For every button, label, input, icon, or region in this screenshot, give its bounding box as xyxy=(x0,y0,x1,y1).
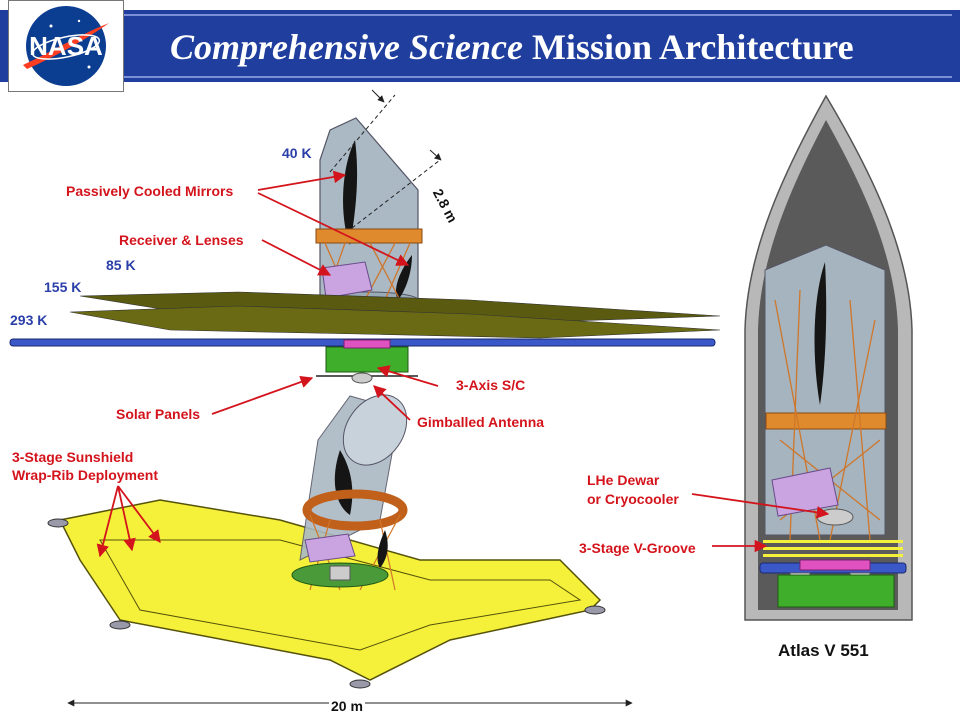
label-3-stage-v-groove: 3-Stage V-Groove xyxy=(579,540,696,556)
title-banner: NASA Comprehensive Science Mission Archi… xyxy=(0,0,960,92)
nasa-meatball-icon: NASA xyxy=(23,6,109,86)
page-title: Comprehensive Science Mission Architectu… xyxy=(170,26,854,68)
atlas-v-fairing xyxy=(744,94,913,621)
label-atlas-v-551: Atlas V 551 xyxy=(778,641,869,660)
svg-text:NASA: NASA xyxy=(29,31,103,61)
label-lhe-line1: LHe Dewar xyxy=(587,472,660,488)
label-receiver-lenses: Receiver & Lenses xyxy=(119,232,244,248)
label-293k: 293 K xyxy=(10,312,48,328)
label-gimballed-antenna: Gimballed Antenna xyxy=(417,414,545,430)
label-40k: 40 K xyxy=(282,145,312,161)
title-rest: Mission Architecture xyxy=(522,27,854,67)
callout-arrows xyxy=(96,170,830,558)
label-155k: 155 K xyxy=(44,279,82,295)
deployed-observatory xyxy=(9,89,721,384)
title-italic: Comprehensive Science xyxy=(170,27,523,67)
label-sunshield-line2: Wrap-Rib Deployment xyxy=(12,467,158,483)
label-solar-panels: Solar Panels xyxy=(116,406,201,422)
label-85k: 85 K xyxy=(106,257,136,273)
label-20m: 20 m xyxy=(329,698,365,715)
label-3-axis-sc: 3-Axis S/C xyxy=(456,377,526,393)
label-lhe-line2: or Cryocooler xyxy=(587,491,679,507)
sunshield-deployment xyxy=(47,394,633,707)
nasa-logo: NASA xyxy=(8,0,124,92)
label-passively-cooled-mirrors: Passively Cooled Mirrors xyxy=(66,183,234,199)
label-sunshield-line1: 3-Stage Sunshield xyxy=(12,449,134,465)
